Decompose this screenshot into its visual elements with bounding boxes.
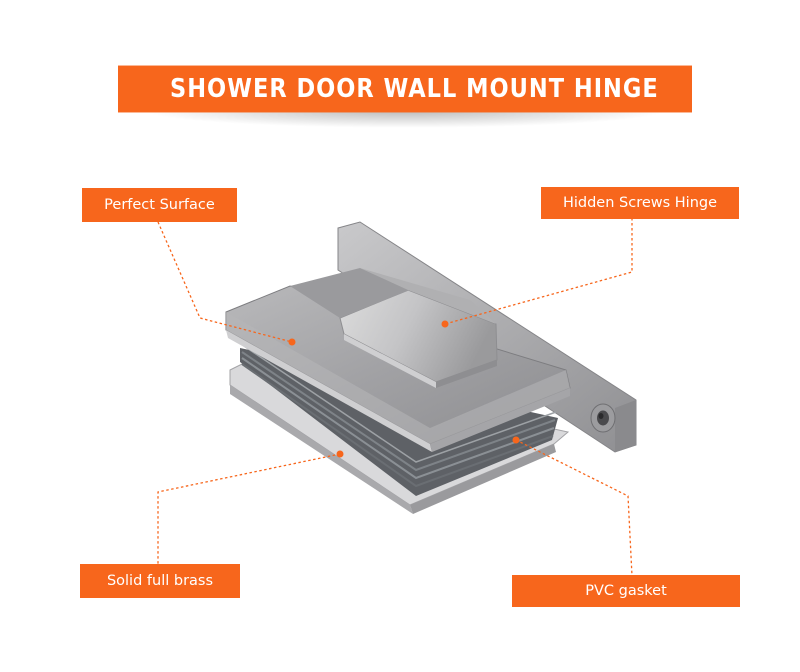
callout-hidden-screws-hinge: Hidden Screws Hinge <box>541 187 739 219</box>
callout-perfect-surface: Perfect Surface <box>82 188 237 222</box>
callout-dots <box>288 320 520 458</box>
screw-hole-icon <box>590 403 616 433</box>
hinge-cover-pad <box>290 268 498 388</box>
page-title: SHOWER DOOR WALL MOUNT HINGE <box>118 65 692 113</box>
callout-pvc-gasket: PVC gasket <box>512 575 740 607</box>
banner-shadow <box>140 110 670 128</box>
leader-solid-brass <box>157 453 341 568</box>
leader-pvc-gasket <box>515 439 633 577</box>
callout-solid-full-brass: Solid full brass <box>80 564 240 598</box>
callout-leader-lines <box>157 218 633 577</box>
